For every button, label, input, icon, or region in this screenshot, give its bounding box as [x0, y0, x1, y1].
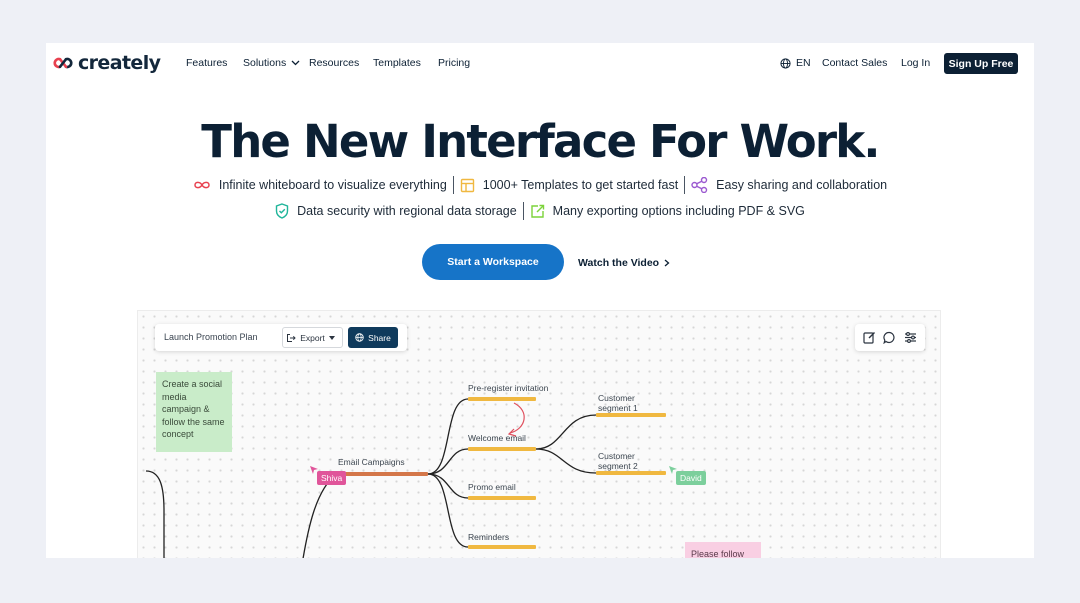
mindmap-branch-bar	[468, 496, 536, 500]
mindmap-root-bar	[336, 472, 428, 476]
app-preview-canvas: Launch Promotion Plan Export Share	[137, 310, 941, 558]
contact-sales-link[interactable]: Contact Sales	[822, 57, 888, 69]
mindmap-branch-bar	[468, 397, 536, 401]
export-icon	[287, 333, 296, 342]
nav-pricing[interactable]: Pricing	[438, 57, 471, 69]
language-selector[interactable]: EN	[780, 57, 811, 69]
chevron-right-icon	[664, 259, 670, 266]
nav-resources[interactable]: Resources	[309, 57, 360, 69]
feature-text: Data security with regional data storage	[297, 204, 517, 218]
share-nodes-icon	[691, 177, 708, 193]
settings-sliders-icon[interactable]	[904, 331, 917, 344]
feature-row-2: Data security with regional data storage…	[46, 202, 1034, 220]
globe-icon	[780, 57, 791, 69]
nav-solutions[interactable]: Solutions	[243, 57, 300, 69]
document-title[interactable]: Launch Promotion Plan	[164, 332, 258, 342]
mindmap-branch-label[interactable]: Welcome email	[468, 433, 526, 443]
hero-headline: The New Interface For Work.	[201, 115, 880, 168]
feature-item: Easy sharing and collaboration	[691, 177, 887, 193]
sticky-note-pink[interactable]: Please follow	[685, 542, 761, 558]
feature-item: Many exporting options including PDF & S…	[530, 204, 805, 219]
collaborator-cursor-shiva: Shiva	[317, 471, 347, 485]
edit-icon[interactable]	[863, 331, 876, 344]
share-button[interactable]: Share	[348, 327, 398, 348]
feature-divider	[522, 202, 524, 220]
mindmap-root-label[interactable]: Email Campaigns	[338, 457, 405, 467]
nav-solutions-label: Solutions	[243, 57, 287, 69]
top-navbar: creately Features Solutions Resources Te…	[46, 43, 1034, 85]
page-frame: creately Features Solutions Resources Te…	[46, 43, 1034, 558]
mindmap-branch-label[interactable]: Promo email	[468, 482, 516, 492]
mindmap-branch-label[interactable]: Reminders	[468, 532, 510, 542]
feature-item: Infinite whiteboard to visualize everyth…	[193, 178, 447, 192]
watch-video-label: Watch the Video	[578, 257, 660, 269]
logo-wordmark: creately	[78, 52, 161, 74]
sticky-note-green[interactable]: Create a social media campaign & follow …	[156, 372, 232, 452]
login-link[interactable]: Log In	[901, 57, 931, 69]
feature-text: Many exporting options including PDF & S…	[552, 204, 805, 218]
feature-text: 1000+ Templates to get started fast	[482, 178, 679, 192]
export-label: Export	[300, 332, 325, 343]
comment-icon[interactable]	[883, 331, 896, 344]
mindmap-branch-bar	[468, 447, 536, 451]
export-arrow-icon	[530, 204, 544, 218]
mindmap-sub-branch-bar	[596, 413, 666, 417]
watch-video-link[interactable]: Watch the Video	[578, 257, 670, 269]
cursor-pointer-icon	[669, 466, 677, 474]
collaborator-cursor-david: David	[676, 471, 706, 485]
feature-item: 1000+ Templates to get started fast	[460, 178, 678, 193]
feature-row-1: Infinite whiteboard to visualize everyth…	[46, 176, 1034, 194]
creately-logo-mark-icon	[53, 57, 73, 69]
nav-features[interactable]: Features	[186, 57, 228, 69]
template-icon	[460, 178, 474, 192]
globe-icon	[355, 333, 364, 342]
mindmap-sub-branch-bar	[596, 471, 666, 475]
mindmap-sub-branch-label[interactable]: Customer segment 2	[598, 451, 638, 471]
mindmap-sub-branch-label[interactable]: Customer segment 1	[598, 393, 638, 413]
start-workspace-button[interactable]: Start a Workspace	[422, 244, 564, 280]
canvas-tools	[855, 324, 925, 351]
feature-text: Easy sharing and collaboration	[716, 178, 888, 192]
signup-button[interactable]: Sign Up Free	[944, 53, 1018, 74]
infinity-icon	[194, 181, 210, 189]
cursor-pointer-icon	[310, 466, 318, 474]
feature-divider	[452, 176, 454, 194]
mindmap-branch-bar	[468, 545, 536, 549]
share-label: Share	[368, 332, 391, 343]
creately-logo[interactable]: creately	[51, 51, 161, 75]
chevron-down-icon	[291, 60, 300, 66]
export-button[interactable]: Export	[282, 327, 343, 348]
shield-check-icon	[275, 203, 289, 219]
feature-divider	[684, 176, 686, 194]
document-toolbar: Launch Promotion Plan Export Share	[155, 324, 407, 351]
mindmap-branch-label[interactable]: Pre-register invitation	[468, 383, 549, 393]
language-label: EN	[796, 57, 811, 69]
caret-down-icon	[328, 335, 335, 340]
nav-templates[interactable]: Templates	[373, 57, 421, 69]
feature-item: Data security with regional data storage	[275, 203, 517, 219]
feature-text: Infinite whiteboard to visualize everyth…	[218, 178, 447, 192]
